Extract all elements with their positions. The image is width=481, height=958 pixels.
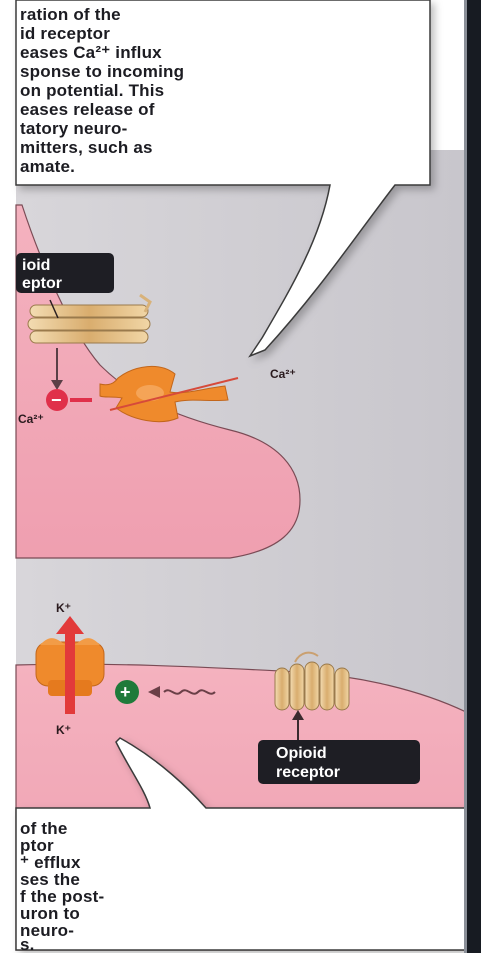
potassium-bottom-label: K⁺ — [56, 723, 71, 737]
bottom-callout-line: s. — [20, 935, 35, 953]
top-callout-line: id receptor — [20, 24, 110, 43]
right-frame-edge — [466, 0, 481, 953]
minus-symbol: − — [51, 390, 62, 410]
top-callout-line: on potential. This — [20, 81, 164, 100]
top-callout-line: sponse to incoming — [20, 62, 184, 81]
right-frame-highlight — [464, 0, 467, 953]
presynaptic-receptor-label-line: ioid — [22, 257, 50, 274]
potassium-top-label: K⁺ — [56, 601, 71, 615]
top-callout-line: eases release of — [20, 100, 155, 119]
postsynaptic-receptor-label-line: Opioid — [276, 745, 327, 762]
top-callout-line: ration of the — [20, 5, 121, 24]
calcium-ion-label: Ca²⁺ — [270, 367, 296, 381]
activation-plus-icon: + — [115, 680, 139, 704]
top-callout-line: eases Ca²⁺ influx — [20, 43, 162, 62]
top-callout-line: tatory neuro- — [20, 119, 127, 138]
presynaptic-receptor-badge: ioid eptor — [16, 253, 114, 293]
inhibition-minus-icon: − — [46, 389, 68, 411]
postsynaptic-receptor-badge: Opioid receptor — [258, 740, 420, 784]
presynaptic-receptor-label-line: eptor — [22, 275, 62, 292]
blocked-calcium-label: Ca²⁺ — [18, 412, 44, 426]
top-callout-line: mitters, such as — [20, 138, 153, 157]
left-scan-edge — [0, 0, 16, 953]
postsynaptic-receptor-label-line: receptor — [276, 764, 340, 781]
top-callout-line: amate. — [20, 157, 75, 176]
plus-symbol: + — [120, 682, 131, 702]
